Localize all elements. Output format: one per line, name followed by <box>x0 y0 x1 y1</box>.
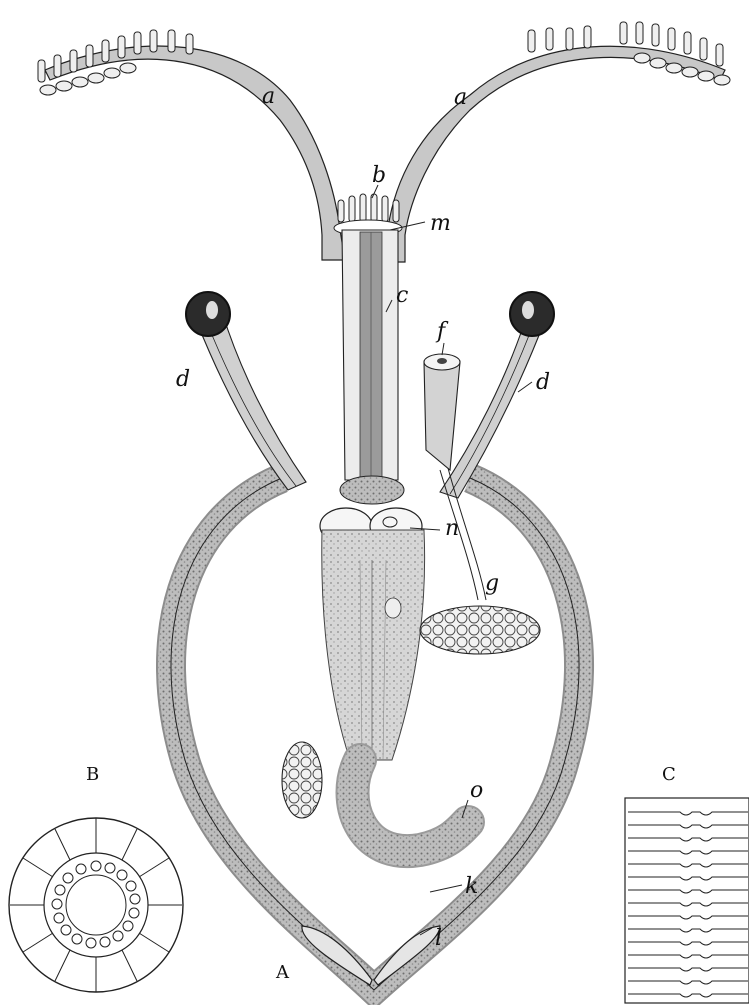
label-n: n <box>445 516 459 541</box>
panel-label-c: C <box>662 764 676 785</box>
label-o: o <box>470 778 483 803</box>
label-c: c <box>396 283 408 308</box>
label-a-right: a <box>454 85 467 110</box>
label-f: f <box>435 319 449 344</box>
germ-mass-small <box>282 742 322 818</box>
cilia-left <box>38 30 193 95</box>
label-d-right: d <box>536 370 550 395</box>
label-k: k <box>465 874 478 899</box>
germ-mass-g <box>420 606 540 654</box>
muscle-block <box>625 798 749 1003</box>
label-d-left: d <box>176 367 190 392</box>
eye-stalk-left <box>196 312 306 490</box>
dorsal-tube <box>424 362 460 470</box>
cross-section-figure-b: B <box>9 764 183 992</box>
muscle-figure-c: C <box>625 764 749 1003</box>
ganglion <box>340 476 404 504</box>
panel-label-a: A <box>275 962 290 983</box>
label-b: b <box>372 163 386 188</box>
label-a-left: a <box>262 84 275 109</box>
label-g: g <box>485 571 499 596</box>
label-m: m <box>430 211 451 236</box>
label-l: l <box>435 926 442 951</box>
stomach <box>322 530 425 760</box>
panel-label-b: B <box>86 764 99 785</box>
